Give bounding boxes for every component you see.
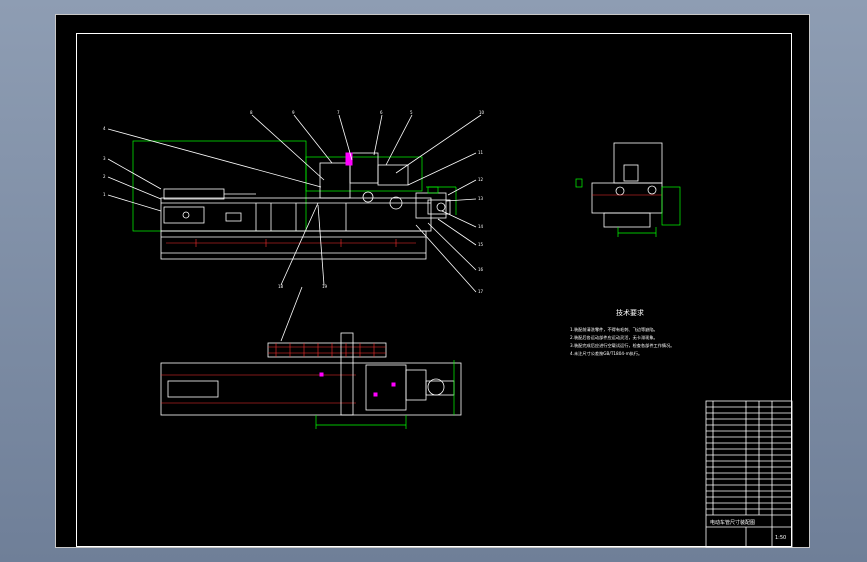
drawing-sheet: 4 3 2 1 8 9 7 6 5 10 11 12 13 14 15 16 17 18 19 xyxy=(55,14,810,548)
top-rail-block xyxy=(267,342,387,358)
cylinder xyxy=(163,188,225,200)
svg-text:12: 12 xyxy=(478,177,484,182)
notes-line-1: 1.装配前清洗零件，不得有毛刺、飞边等缺陷。 xyxy=(570,326,658,333)
svg-text:17: 17 xyxy=(478,289,484,294)
front-view-envelope xyxy=(132,140,307,232)
svg-text:11: 11 xyxy=(478,150,484,155)
svg-text:16: 16 xyxy=(478,267,484,272)
head-unit xyxy=(349,152,379,184)
notes-line-4: 4.未注尺寸公差按GB/T1804-m执行。 xyxy=(570,350,642,357)
notes-title: 技术要求 xyxy=(616,308,644,317)
svg-text:10: 10 xyxy=(479,110,485,115)
svg-text:1: 1 xyxy=(103,192,106,197)
drawing-frame xyxy=(76,33,792,547)
front-view: 4 3 2 1 8 9 7 6 5 10 11 12 13 14 15 16 17 18 19 xyxy=(103,110,485,294)
notes-line-3: 3.装配完成后应进行空载试运行，检查各部件工作情况。 xyxy=(570,342,675,349)
svg-text:8: 8 xyxy=(250,110,253,115)
column xyxy=(319,162,351,199)
svg-text:3: 3 xyxy=(103,156,106,161)
cad-drawing-canvas: 4 3 2 1 8 9 7 6 5 10 11 12 13 14 15 16 17 18 19 xyxy=(103,110,793,548)
top-view-column xyxy=(340,332,354,416)
top-view-body xyxy=(160,362,462,416)
top-view xyxy=(160,286,462,429)
svg-text:5: 5 xyxy=(410,110,413,115)
front-view-envelope-upper xyxy=(305,156,423,192)
svg-text:2: 2 xyxy=(103,174,106,179)
drawing-name: 电动车管尺寸装配图 xyxy=(710,519,755,526)
side-view xyxy=(575,142,681,237)
svg-text:13: 13 xyxy=(478,196,484,201)
base-frame xyxy=(160,230,427,260)
svg-text:7: 7 xyxy=(337,110,340,115)
technical-notes: 技术要求 1.装配前清洗零件，不得有毛刺、飞边等缺陷。 2.装配后各运动部件应运… xyxy=(570,308,675,357)
svg-text:15: 15 xyxy=(478,242,484,247)
balloon-numbers: 4 3 2 1 8 9 7 6 5 10 11 12 13 14 15 16 17 18 19 xyxy=(103,110,485,294)
svg-text:9: 9 xyxy=(292,110,295,115)
leader-lines xyxy=(107,114,482,293)
motor-marker xyxy=(345,152,353,166)
svg-text:6: 6 xyxy=(380,110,383,115)
svg-text:19: 19 xyxy=(322,284,328,289)
svg-text:18: 18 xyxy=(278,284,284,289)
notes-line-2: 2.装配后各运动部件应运动灵活，无卡滞现象。 xyxy=(570,334,658,341)
title-block: 电动车管尺寸装配图 1:50 xyxy=(705,400,793,548)
side-view-body xyxy=(591,182,663,214)
parts-list xyxy=(705,400,793,548)
drawing-scale: 1:50 xyxy=(775,535,786,541)
svg-text:14: 14 xyxy=(478,224,484,229)
svg-text:4: 4 xyxy=(103,126,106,131)
